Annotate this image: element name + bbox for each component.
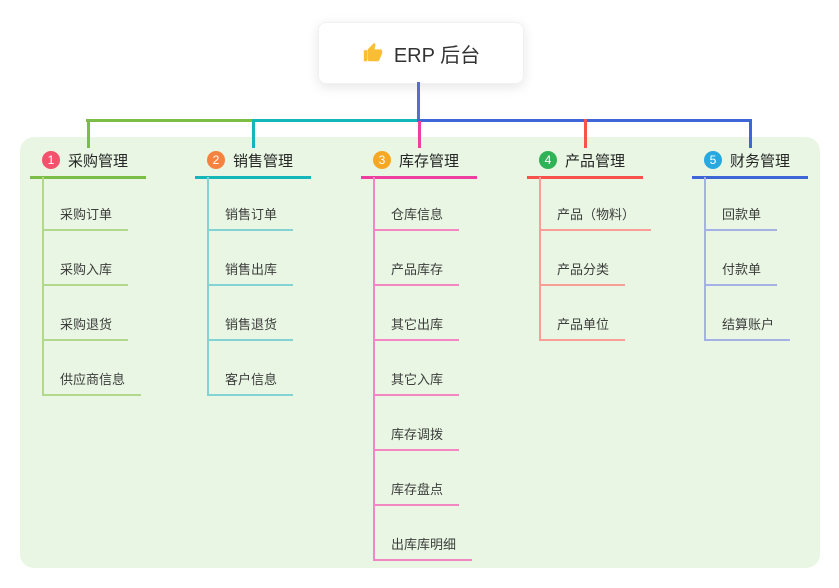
branch-node[interactable]: 2 销售管理 bbox=[207, 149, 293, 171]
branch-node[interactable]: 4 产品管理 bbox=[539, 149, 625, 171]
branch-number-badge: 4 bbox=[539, 151, 557, 169]
branch-underline bbox=[195, 176, 311, 179]
branch-node[interactable]: 5 财务管理 bbox=[704, 149, 790, 171]
child-node[interactable]: 产品单位 bbox=[539, 313, 626, 341]
child-node[interactable]: 库存盘点 bbox=[373, 478, 460, 506]
child-tree-line bbox=[373, 177, 375, 561]
branch-node-label: 库存管理 bbox=[399, 152, 460, 170]
child-node[interactable]: 采购订单 bbox=[42, 203, 129, 231]
child-tree-line bbox=[704, 177, 706, 341]
connector-line bbox=[86, 119, 90, 148]
child-node[interactable]: 产品（物料） bbox=[539, 203, 652, 231]
branch-underline bbox=[527, 176, 643, 179]
branch-node[interactable]: 1 采购管理 bbox=[42, 149, 128, 171]
connector-line bbox=[86, 119, 254, 122]
child-node[interactable]: 其它出库 bbox=[373, 313, 460, 341]
connector-line bbox=[252, 119, 420, 122]
branch-node-label: 财务管理 bbox=[730, 152, 791, 170]
connector-line bbox=[583, 119, 587, 148]
child-node[interactable]: 仓库信息 bbox=[373, 203, 460, 231]
child-node[interactable]: 销售退货 bbox=[207, 313, 294, 341]
connector-line bbox=[417, 121, 421, 148]
child-node[interactable]: 产品库存 bbox=[373, 258, 460, 286]
child-node[interactable]: 产品分类 bbox=[539, 258, 626, 286]
branch-underline bbox=[30, 176, 146, 179]
child-tree-line bbox=[207, 177, 209, 396]
root-node-label: ERP 后台 bbox=[393, 44, 481, 67]
branch-underline bbox=[692, 176, 808, 179]
branches-panel bbox=[20, 137, 820, 568]
branch-number-badge: 2 bbox=[207, 151, 225, 169]
child-node[interactable]: 销售订单 bbox=[207, 203, 294, 231]
branch-node[interactable]: 3 库存管理 bbox=[373, 149, 459, 171]
root-node[interactable]: ERP 后台 bbox=[318, 22, 524, 84]
branch-number-badge: 5 bbox=[704, 151, 722, 169]
child-node[interactable]: 采购入库 bbox=[42, 258, 129, 286]
branch-number-badge: 3 bbox=[373, 151, 391, 169]
child-tree-line bbox=[539, 177, 541, 341]
root-connector-line bbox=[417, 82, 420, 121]
branch-node-label: 采购管理 bbox=[68, 152, 129, 170]
child-node[interactable]: 出库库明细 bbox=[373, 533, 473, 561]
child-node[interactable]: 结算账户 bbox=[704, 313, 791, 341]
child-node[interactable]: 供应商信息 bbox=[42, 368, 142, 396]
child-node[interactable]: 付款单 bbox=[704, 258, 778, 286]
child-node[interactable]: 库存调拨 bbox=[373, 423, 460, 451]
thumbs-up-icon bbox=[362, 42, 384, 64]
connector-line bbox=[251, 119, 255, 148]
child-node[interactable]: 采购退货 bbox=[42, 313, 129, 341]
branch-node-label: 销售管理 bbox=[233, 152, 294, 170]
child-node[interactable]: 销售出库 bbox=[207, 258, 294, 286]
child-node[interactable]: 客户信息 bbox=[207, 368, 294, 396]
child-tree-line bbox=[42, 177, 44, 396]
child-node[interactable]: 其它入库 bbox=[373, 368, 460, 396]
branch-node-label: 产品管理 bbox=[565, 152, 626, 170]
branch-number-badge: 1 bbox=[42, 151, 60, 169]
child-node[interactable]: 回款单 bbox=[704, 203, 778, 231]
branch-underline bbox=[361, 176, 477, 179]
connector-line bbox=[748, 119, 752, 148]
